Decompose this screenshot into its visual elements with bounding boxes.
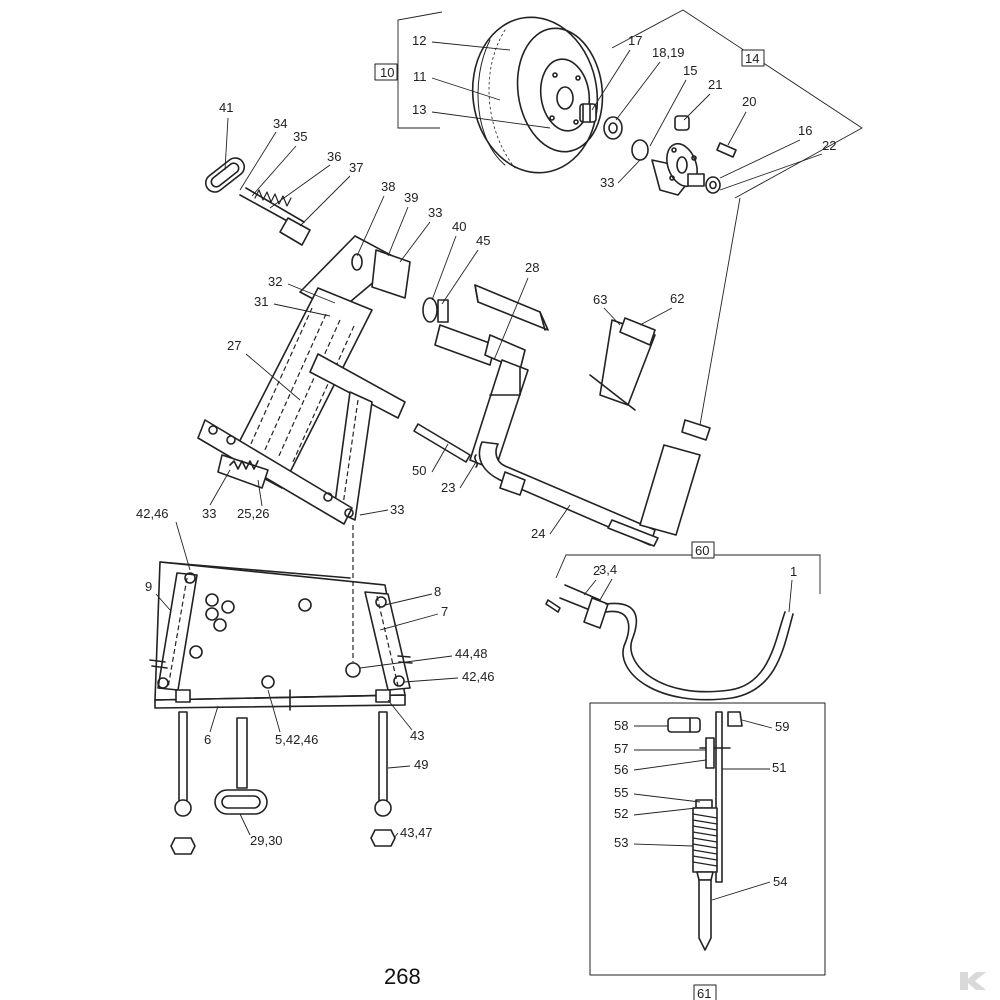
label-55: 55 <box>614 785 628 800</box>
group-14-bracket: 14 <box>611 9 863 199</box>
label-25-26: 25,26 <box>237 506 270 521</box>
bolt-20 <box>716 142 737 158</box>
label-49: 49 <box>414 757 428 772</box>
label-45: 45 <box>476 233 490 248</box>
group-60-label: 60 <box>695 543 709 558</box>
label-3-4: 3,4 <box>599 562 617 577</box>
wheel-labels: 12 11 13 17 18,19 15 21 20 16 22 33 <box>412 33 836 191</box>
label-52: 52 <box>614 806 628 821</box>
label-33-right: 33 <box>390 502 404 517</box>
label-41: 41 <box>219 100 233 115</box>
label-59: 59 <box>775 719 789 734</box>
group-61-box: 61 <box>589 702 826 1000</box>
label-58: 58 <box>614 718 628 733</box>
label-5-42-46: 5,42,46 <box>275 732 318 747</box>
label-13: 13 <box>412 102 426 117</box>
label-22: 22 <box>822 138 836 153</box>
label-35: 35 <box>293 129 307 144</box>
label-29-30: 29,30 <box>250 833 283 848</box>
label-33-left: 33 <box>202 506 216 521</box>
label-20: 20 <box>742 94 756 109</box>
main-frame <box>197 235 411 525</box>
hub-nut-17 <box>579 103 597 123</box>
label-33-frame: 33 <box>428 205 442 220</box>
label-54: 54 <box>773 874 787 889</box>
clamp-labels: 40 45 28 50 23 24 <box>412 219 571 541</box>
wheel-tyre <box>471 16 604 174</box>
label-38: 38 <box>381 179 395 194</box>
label-33-wheel: 33 <box>600 175 614 190</box>
label-24: 24 <box>531 526 545 541</box>
label-16: 16 <box>798 123 812 138</box>
label-44-48: 44,48 <box>455 646 488 661</box>
label-51: 51 <box>772 760 786 775</box>
base-plate <box>149 525 413 711</box>
label-56: 56 <box>614 762 628 777</box>
group-10-label: 10 <box>380 65 394 80</box>
locking-pin-assembly: 41 34 35 36 37 <box>204 100 363 246</box>
bottom-frame-labels: 33 25,26 33 <box>202 469 404 521</box>
main-frame-labels: 38 39 33 32 31 27 <box>227 179 442 401</box>
group-61-labels: 58 59 57 56 51 55 52 53 54 <box>614 718 789 901</box>
label-28: 28 <box>525 260 539 275</box>
spindle <box>607 197 741 547</box>
label-17: 17 <box>628 33 642 48</box>
label-39: 39 <box>404 190 418 205</box>
group-61-label: 61 <box>697 986 711 1000</box>
hub-15 <box>631 139 705 196</box>
label-42-46-top: 42,46 <box>136 506 169 521</box>
group-14-label: 14 <box>745 51 759 66</box>
hub-parts-18-19 <box>603 116 623 140</box>
label-31: 31 <box>254 294 268 309</box>
label-9: 9 <box>145 579 152 594</box>
label-1: 1 <box>790 564 797 579</box>
label-2: 2 <box>593 563 600 578</box>
label-50: 50 <box>412 463 426 478</box>
label-11: 11 <box>413 69 427 84</box>
group-10-bracket: 10 <box>374 11 443 129</box>
clamp-arm-assembly <box>413 284 656 546</box>
label-8: 8 <box>434 584 441 599</box>
label-43-47: 43,47 <box>400 825 433 840</box>
label-18-19: 18,19 <box>652 45 685 60</box>
base-pins <box>170 689 396 855</box>
label-34: 34 <box>273 116 287 131</box>
base-plate-labels: 42,46 9 8 7 44,48 42,46 6 5,42,46 43 49 … <box>136 506 495 848</box>
label-6: 6 <box>204 732 211 747</box>
plate-62-63: 63 62 <box>589 291 684 411</box>
label-15: 15 <box>683 63 697 78</box>
label-62: 62 <box>670 291 684 306</box>
nut-21 <box>674 115 690 131</box>
label-12: 12 <box>412 33 426 48</box>
label-53: 53 <box>614 835 628 850</box>
label-57: 57 <box>614 741 628 756</box>
label-32: 32 <box>268 274 282 289</box>
label-40: 40 <box>452 219 466 234</box>
publisher-logo <box>960 972 986 990</box>
label-23: 23 <box>441 480 455 495</box>
group-60-cable: 60 2 3,4 1 <box>545 541 821 701</box>
label-42-46-right: 42,46 <box>462 669 495 684</box>
label-21: 21 <box>708 77 722 92</box>
label-36: 36 <box>327 149 341 164</box>
page-number: 268 <box>384 964 421 989</box>
label-43: 43 <box>410 728 424 743</box>
label-7: 7 <box>441 604 448 619</box>
washer-16-22 <box>705 176 721 194</box>
label-27: 27 <box>227 338 241 353</box>
label-37: 37 <box>349 160 363 175</box>
label-63: 63 <box>593 292 607 307</box>
